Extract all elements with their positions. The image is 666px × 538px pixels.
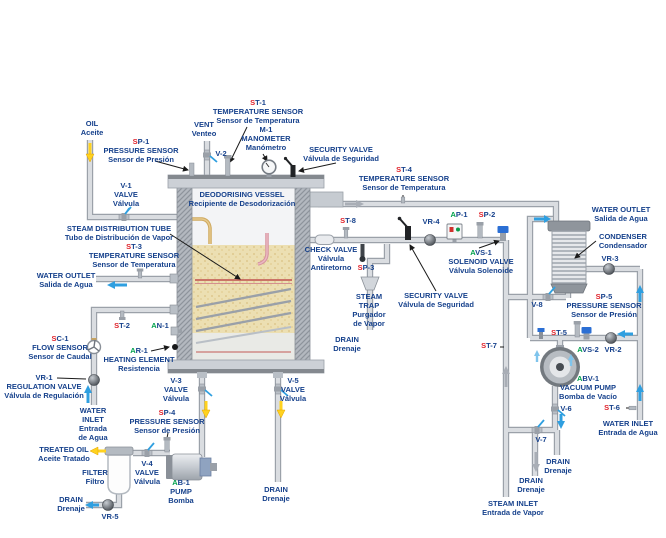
valve-v4 (141, 442, 155, 457)
valve-v6 (551, 403, 566, 417)
pointer-lines (56, 126, 629, 439)
regulation-valve-vr2 (605, 332, 617, 344)
security-valve-top (283, 156, 296, 177)
steam-trap (360, 276, 380, 291)
temperature-sensor-st1 (224, 155, 232, 177)
level-sensor-an1 (170, 326, 182, 336)
check-valve (314, 234, 335, 245)
flow-arrows (84, 143, 644, 509)
regulation-valve-vr5 (102, 499, 114, 511)
heating-element-ar1 (172, 344, 178, 350)
valve-v8 (542, 286, 556, 301)
valve-v2 (203, 149, 218, 163)
valve-v1 (118, 206, 132, 221)
vacuum-pump-abv1 (540, 345, 580, 387)
flow-arrow-v3-down (201, 401, 211, 419)
flow-arrow-condenser-in (534, 215, 551, 223)
regulation-valve-vr1 (88, 374, 100, 386)
pressure-sensor-sp5 (573, 321, 581, 338)
temperature-sensor-st2 (119, 310, 126, 320)
pump-ab1 (166, 453, 217, 481)
temperature-sensor-st4 (400, 196, 406, 204)
sensor-tube-internal (257, 233, 269, 266)
flow-arrow-water-outlet-left (107, 281, 127, 289)
temperature-sensor-st3 (136, 268, 144, 279)
pressure-sensor-sp3 (359, 244, 366, 262)
flow-arrow-v7-drain (532, 452, 540, 472)
flow-arrow-v6-down (557, 414, 565, 429)
flow-arrow-drain-filter (85, 501, 99, 509)
flow-arrow-vr2-left (617, 330, 633, 338)
filter (104, 446, 134, 495)
valve-v7 (531, 419, 545, 434)
temperature-sensor-st5 (537, 328, 545, 339)
solenoid-valve-avs1 (497, 226, 509, 241)
pressure-switch-ap1 (446, 223, 463, 243)
flow-sensor-sc1 (86, 338, 102, 355)
valve-v3 (198, 383, 213, 397)
condenser (547, 220, 591, 294)
security-valve-mid (397, 216, 411, 240)
vapor-outlet-nozzle (304, 191, 344, 208)
flow-arrow-treated-oil (89, 446, 106, 456)
flow-arrow-pump-up2 (568, 354, 574, 366)
flow-arrow-water-inlet-left (84, 385, 92, 403)
valve-v5 (274, 383, 289, 397)
flow-arrow-v5-down (276, 401, 286, 419)
manometer-m1 (261, 159, 277, 177)
deodorising-vessel (167, 174, 344, 378)
regulation-valve-vr3 (603, 263, 615, 275)
flow-arrow-oil-in (85, 143, 95, 163)
regulation-valve-vr4 (424, 234, 436, 246)
pressure-sensor-sp4 (163, 437, 171, 453)
flow-arrow-pump-up1 (534, 350, 540, 362)
flow-arrow-vapor-right (345, 200, 364, 208)
pressure-sensor-sp2 (476, 222, 484, 239)
steam-distribution-coil (195, 279, 292, 353)
solenoid-valve-avs2 (581, 327, 592, 340)
pressure-sensor-sp1 (189, 162, 195, 177)
flow-arrow-right-pipe-up1 (636, 285, 644, 302)
flow-arrow-right-pipe-up2 (636, 384, 644, 401)
temperature-sensor-st8 (342, 227, 350, 239)
oil-inlet-tube-internal (192, 217, 212, 244)
flow-arrow-steam-up (502, 366, 510, 387)
temperature-sensor-st6 (628, 405, 637, 411)
deodorising-vessel-interior (192, 188, 295, 362)
